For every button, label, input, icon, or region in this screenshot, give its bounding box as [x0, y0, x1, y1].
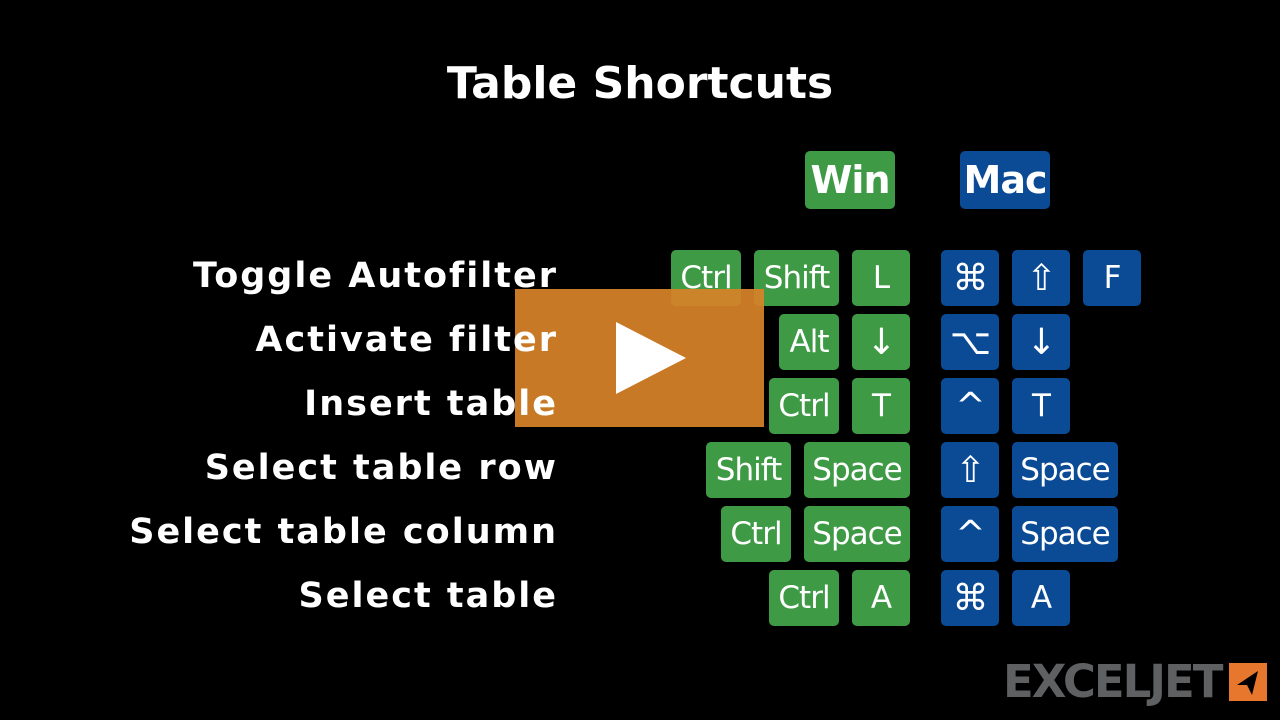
key-cap: ⇧ [941, 442, 999, 498]
shortcut-label: Select table row [204, 448, 558, 488]
shortcut-label: Select table [298, 576, 558, 616]
key-cap: Ctrl [769, 378, 839, 434]
shortcut-label: Select table column [129, 512, 558, 552]
key-cap: ↓ [852, 314, 910, 370]
key-cap: ^ [941, 378, 999, 434]
mac-header: Mac [960, 151, 1050, 209]
mac-keys: ⇧Space [941, 442, 1118, 498]
play-icon [616, 322, 686, 394]
key-cap: Shift [754, 250, 839, 306]
mac-keys: ^Space [941, 506, 1118, 562]
page-title: Table Shortcuts [446, 58, 834, 109]
key-cap: Ctrl [769, 570, 839, 626]
key-cap: L [852, 250, 910, 306]
key-cap: ⇧ [1012, 250, 1070, 306]
logo-text: EXCELJET [1003, 655, 1223, 708]
key-cap: Space [1012, 442, 1118, 498]
shortcut-label: Insert table [304, 384, 558, 424]
win-keys: Alt↓ [779, 314, 910, 370]
shortcut-label: Activate filter [255, 320, 558, 360]
key-cap: T [852, 378, 910, 434]
key-cap: A [852, 570, 910, 626]
key-cap: A [1012, 570, 1070, 626]
shortcut-label: Toggle Autofilter [192, 256, 558, 296]
key-cap: Space [804, 506, 910, 562]
key-cap: Shift [706, 442, 791, 498]
key-cap: Space [804, 442, 910, 498]
exceljet-logo: EXCELJET [1003, 655, 1268, 708]
key-cap: ^ [941, 506, 999, 562]
key-cap: ⌥ [941, 314, 999, 370]
key-cap: Alt [779, 314, 839, 370]
mac-keys: ^T [941, 378, 1070, 434]
key-cap: T [1012, 378, 1070, 434]
mac-keys: ⌥↓ [941, 314, 1070, 370]
key-cap: F [1083, 250, 1141, 306]
key-cap: Ctrl [721, 506, 791, 562]
key-cap: ⌘ [941, 250, 999, 306]
key-cap: ⌘ [941, 570, 999, 626]
logo-arrow-icon [1229, 662, 1268, 701]
mac-keys: ⌘⇧F [941, 250, 1141, 306]
key-cap: Space [1012, 506, 1118, 562]
key-cap: ↓ [1012, 314, 1070, 370]
mac-keys: ⌘A [941, 570, 1070, 626]
win-header: Win [805, 151, 895, 209]
play-button[interactable] [515, 289, 764, 427]
